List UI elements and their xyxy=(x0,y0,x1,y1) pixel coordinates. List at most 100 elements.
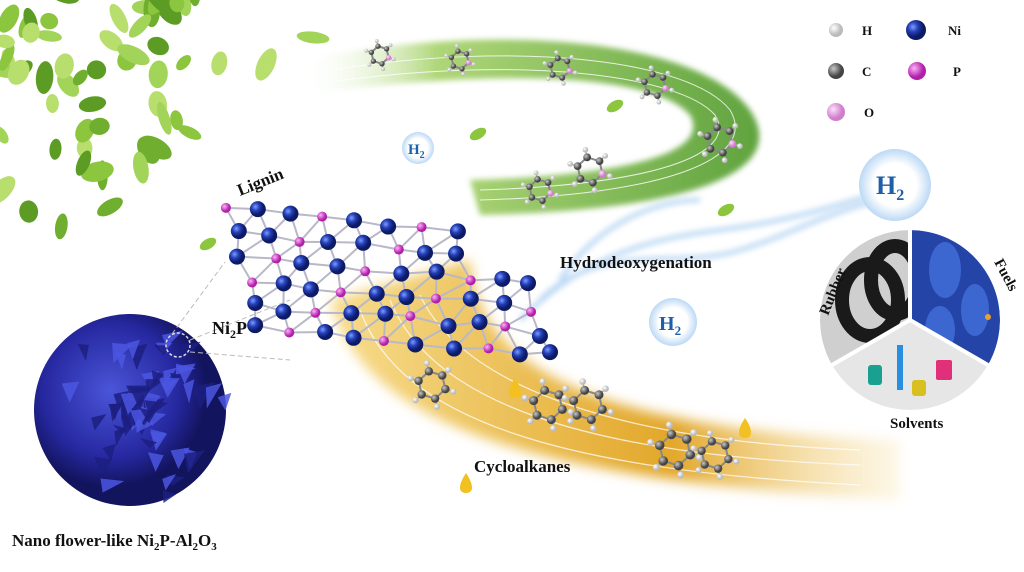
c-atom xyxy=(529,396,539,406)
h-atom xyxy=(695,467,702,474)
h-atom xyxy=(573,70,578,75)
molecule xyxy=(444,43,476,77)
bond xyxy=(251,257,277,284)
h-atom xyxy=(737,143,743,150)
o-atom xyxy=(465,59,472,66)
legend-ni-icon xyxy=(906,20,926,40)
h-atom xyxy=(546,76,551,82)
c-atom xyxy=(658,456,669,466)
h-atom xyxy=(471,62,476,67)
h-atom xyxy=(639,94,645,100)
leaf xyxy=(606,99,624,113)
c-atom xyxy=(448,54,455,61)
c-atom xyxy=(700,460,709,469)
h-atom xyxy=(591,187,598,194)
h-atom xyxy=(579,378,586,385)
petal xyxy=(100,478,125,493)
legend-c-icon xyxy=(828,63,844,79)
fuels-label: Fuels xyxy=(990,256,1020,294)
c-atom xyxy=(528,194,536,201)
leaf xyxy=(22,22,40,43)
c-atom xyxy=(576,174,585,183)
h-atom xyxy=(521,394,529,402)
h-atom xyxy=(567,160,573,167)
c-atom xyxy=(685,449,696,460)
c-atom xyxy=(547,62,554,69)
h-atom xyxy=(648,65,654,71)
c-atom xyxy=(557,404,567,414)
molecule xyxy=(647,421,703,479)
ni-atom xyxy=(247,294,264,311)
p-atom xyxy=(526,306,537,317)
c-atom xyxy=(441,384,450,394)
petal xyxy=(162,379,178,394)
c-atom xyxy=(597,404,607,414)
molecule xyxy=(521,378,575,432)
c-atom xyxy=(463,51,470,57)
h-atom xyxy=(374,38,379,43)
svg-text:H2: H2 xyxy=(659,313,681,338)
h-atom xyxy=(701,151,708,157)
h-atom xyxy=(647,438,655,446)
h-atom xyxy=(665,421,673,429)
h-atom xyxy=(695,454,703,462)
leaf xyxy=(139,135,172,160)
petal xyxy=(154,345,168,356)
ni-atom xyxy=(247,317,264,334)
o-atom xyxy=(662,84,669,92)
ni-atom xyxy=(355,234,372,251)
atom-legend: H Ni C P O xyxy=(827,20,961,121)
leaf xyxy=(178,125,202,140)
leaf xyxy=(35,61,54,94)
leaf xyxy=(99,30,123,52)
p-atom xyxy=(317,211,328,222)
molecule xyxy=(407,360,457,410)
ni-atom xyxy=(407,336,424,353)
c-atom xyxy=(368,49,375,56)
h-atom xyxy=(732,123,739,129)
petal xyxy=(112,342,133,364)
h-atom xyxy=(533,170,539,176)
p-atom xyxy=(500,321,511,332)
bond xyxy=(383,315,412,342)
h-atom xyxy=(582,146,589,153)
h-atom xyxy=(454,43,459,48)
c-atom xyxy=(417,390,426,399)
h-atom xyxy=(590,425,597,432)
c-atom xyxy=(554,55,561,62)
bond xyxy=(298,215,323,243)
c-atom xyxy=(649,70,656,78)
c-atom xyxy=(532,410,542,420)
h-atom xyxy=(412,397,419,404)
p-atom xyxy=(335,287,346,298)
ni-atom xyxy=(542,344,559,361)
leaf xyxy=(19,200,39,223)
leaf xyxy=(147,0,170,16)
h-atom xyxy=(447,67,452,72)
h-atom xyxy=(733,458,740,465)
h-atom xyxy=(677,471,685,479)
h-atom xyxy=(652,463,660,471)
h2-bubble-right: H2 xyxy=(859,149,931,221)
fuel-droplet-icon xyxy=(460,473,472,493)
ni-atom xyxy=(462,290,479,307)
h-atom xyxy=(381,67,386,72)
petal xyxy=(139,438,158,449)
h-atom xyxy=(602,385,609,392)
ni-atom xyxy=(229,248,246,265)
ni-atom xyxy=(346,212,363,229)
c-atom xyxy=(594,390,604,400)
h-atom xyxy=(367,62,372,67)
leaf xyxy=(176,55,192,71)
h-atom xyxy=(561,394,569,402)
leaf xyxy=(80,161,114,182)
h-atom xyxy=(571,181,578,187)
h-atom xyxy=(561,81,566,86)
svg-text:O: O xyxy=(864,105,874,120)
legend-o-icon xyxy=(827,103,845,121)
svg-text:P: P xyxy=(953,64,961,79)
c-atom xyxy=(706,144,715,153)
c-atom xyxy=(659,74,667,81)
molecule xyxy=(697,116,743,164)
petal xyxy=(115,351,126,370)
